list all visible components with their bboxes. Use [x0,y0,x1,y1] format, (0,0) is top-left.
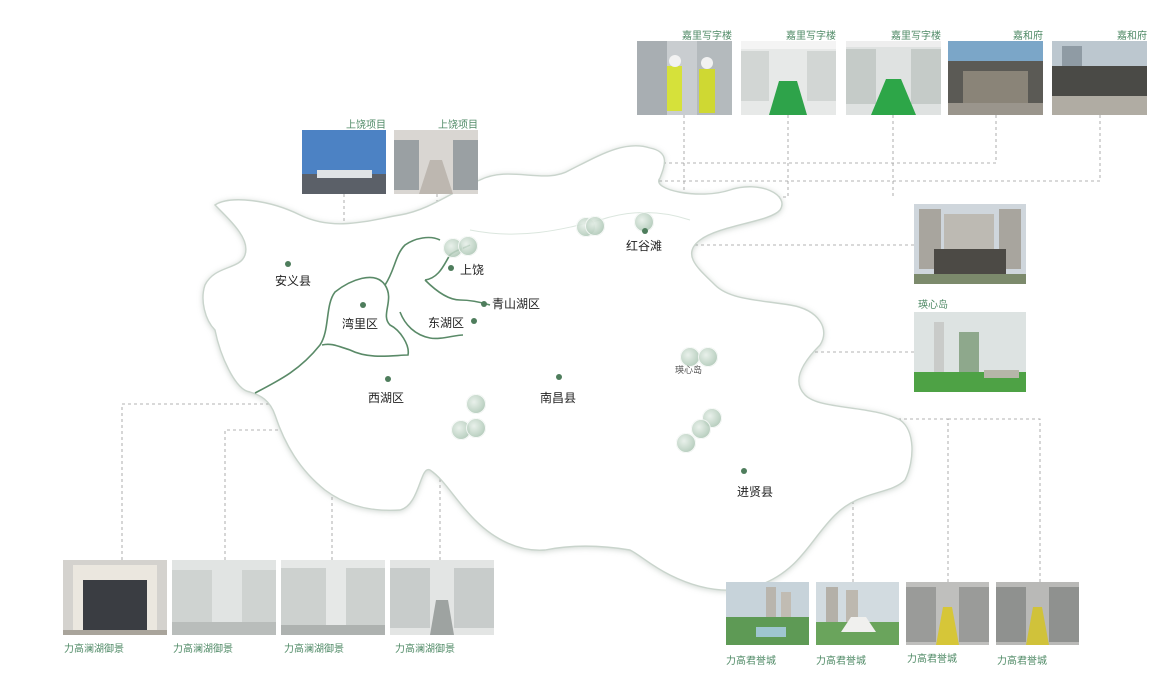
project-photo[interactable] [390,560,494,635]
marker-label: 瑛心岛 [675,366,703,376]
district-dot [471,318,477,324]
photo-caption: 力高澜湖御景 [395,644,455,655]
project-photo[interactable] [996,582,1079,645]
project-photo[interactable] [172,560,276,635]
photo-caption: 嘉和府 [1013,31,1043,42]
district-label: 青山湖区 [492,297,541,311]
project-marker[interactable] [634,212,654,232]
project-photo[interactable] [914,312,1026,392]
project-marker[interactable] [466,394,486,414]
project-marker[interactable] [458,236,478,256]
district-dot [448,265,454,271]
photo-caption: 上饶项目 [438,120,478,131]
photo-caption: 嘉里写字楼 [891,31,941,42]
district-label: 南昌县 [540,391,577,405]
photo-caption: 瑛心岛 [918,300,948,311]
project-photo[interactable] [948,41,1043,115]
photo-caption: 力高澜湖御景 [64,644,124,655]
district-label: 红谷滩 [626,239,663,253]
district-label: 进贤县 [737,485,774,499]
project-photo[interactable] [281,560,385,635]
project-marker[interactable] [676,433,696,453]
project-photo[interactable] [816,582,899,645]
project-photo[interactable] [637,41,732,115]
project-photo[interactable] [302,130,386,194]
district-dot [481,301,487,307]
project-photo[interactable] [741,41,836,115]
district-dot [360,302,366,308]
district-label: 安义县 [275,274,312,288]
project-marker[interactable] [698,347,718,367]
district-label: 湾里区 [342,317,379,331]
photo-caption: 嘉和府 [1117,31,1147,42]
district-dot [285,261,291,267]
project-marker[interactable] [466,418,486,438]
photo-caption: 上饶项目 [346,120,386,131]
city-boundary [202,145,913,591]
project-photo[interactable] [1052,41,1147,115]
district-label: 西湖区 [368,391,405,405]
district-dot [556,374,562,380]
photo-caption: 力高君誉城 [907,654,957,665]
project-marker[interactable] [691,419,711,439]
district-dot [642,228,648,234]
photo-caption: 嘉里写字楼 [682,31,732,42]
project-photo[interactable] [906,582,989,645]
project-marker[interactable] [680,347,700,367]
project-photo[interactable] [726,582,809,645]
project-marker[interactable] [585,216,605,236]
project-photo[interactable] [846,41,941,115]
district-label: 东湖区 [428,316,465,330]
project-photo[interactable] [63,560,167,635]
photo-caption: 力高君誉城 [816,656,866,667]
project-photo[interactable] [914,204,1026,284]
photo-caption: 力高君誉城 [726,656,776,667]
photo-caption: 嘉里写字楼 [786,31,836,42]
photo-caption: 力高澜湖御景 [284,644,344,655]
district-label: 上饶 [460,263,485,277]
district-dot [385,376,391,382]
photo-caption: 力高君誉城 [997,656,1047,667]
project-photo[interactable] [394,130,478,194]
district-dot [741,468,747,474]
photo-caption: 力高澜湖御景 [173,644,233,655]
